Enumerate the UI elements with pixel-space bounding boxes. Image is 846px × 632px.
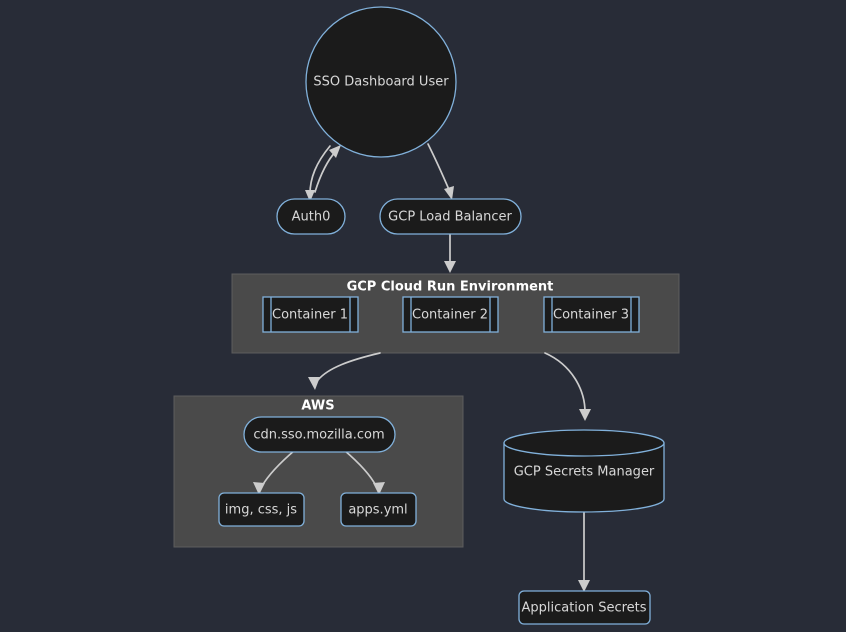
node-assets-shape [218,492,305,527]
node-container-3-shape [543,296,640,333]
node-gcp-secrets-manager-top [503,429,665,457]
edge-auth0-to-sso-arrowhead [329,145,341,158]
edge-sso-to-load-balancer [427,143,454,200]
edge-cdn-to-assets-arrowhead [253,482,265,495]
edge-cdn-to-appsyml [343,449,385,495]
node-container-3-label: Container 3 [553,308,629,323]
node-container-1[interactable]: Container 1 [262,296,359,333]
node-assets-label: img, css, js [225,503,297,518]
node-container-3-side-bars [551,297,632,332]
edge-container1-to-aws-arrowhead [308,377,320,390]
edge-secrets-to-app-secrets [578,507,590,592]
edge-load-balancer-to-cloud-run-arrowhead [444,261,456,273]
node-container-3[interactable]: Container 3 [543,296,640,333]
node-gcp-load-balancer-shape [379,198,522,235]
node-gcp-secrets-manager-label: GCP Secrets Manager [514,465,655,480]
edge-sso-to-auth0 [305,145,331,202]
edge-sso-to-load-balancer-path [427,143,451,193]
subgraph-aws-title: AWS [301,399,334,414]
subgraph-cloud-run-title: GCP Cloud Run Environment [347,280,554,295]
node-apps-yml[interactable]: apps.yml [340,492,417,527]
edge-cdn-to-assets [253,449,296,495]
node-container-2[interactable]: Container 2 [402,296,499,333]
node-sso-dashboard-user-label: SSO Dashboard User [313,75,449,90]
node-container-2-side-bars [410,297,491,332]
node-container-1-shape [262,296,359,333]
edge-container3-to-secrets [544,352,591,421]
node-auth0-shape [276,198,346,235]
edge-sso-to-auth0-arrowhead [305,190,315,202]
node-auth0[interactable]: Auth0 [276,198,346,235]
node-auth0-label: Auth0 [292,210,331,225]
node-container-1-label: Container 1 [272,308,348,323]
edge-cdn-to-appsyml-arrowhead [373,482,385,495]
node-cdn-sso-mozilla-com-shape [243,416,396,453]
edge-auth0-to-sso [314,145,341,193]
node-apps-yml-shape [340,492,417,527]
node-apps-yml-label: apps.yml [348,503,407,518]
node-gcp-secrets-manager[interactable]: GCP Secrets Manager [503,429,665,513]
node-application-secrets-shape [518,590,651,625]
edge-container3-to-secrets-path [544,352,586,413]
node-gcp-secrets-manager-body [503,442,665,513]
edge-auth0-to-sso-path [314,150,337,193]
node-sso-dashboard-user[interactable]: SSO Dashboard User [305,6,457,158]
edge-load-balancer-to-cloud-run [444,232,456,273]
edge-layer [253,143,591,592]
node-container-1-side-bars [270,297,351,332]
edge-sso-to-auth0-path [309,145,331,195]
edge-container1-to-aws [308,352,381,390]
node-container-2-shape [402,296,499,333]
node-application-secrets-label: Application Secrets [521,601,646,616]
node-assets[interactable]: img, css, js [218,492,305,527]
node-cdn-sso-mozilla-com[interactable]: cdn.sso.mozilla.com [243,416,396,453]
node-gcp-load-balancer[interactable]: GCP Load Balancer [379,198,522,235]
node-sso-dashboard-user-shape [305,6,457,158]
edge-container3-to-secrets-arrowhead [579,409,591,421]
node-container-2-label: Container 2 [412,308,488,323]
node-cdn-sso-mozilla-com-label: cdn.sso.mozilla.com [253,428,384,443]
edge-secrets-to-app-secrets-arrowhead [578,580,590,592]
node-gcp-load-balancer-label: GCP Load Balancer [388,210,512,225]
edge-container1-to-aws-path [317,352,381,381]
node-application-secrets[interactable]: Application Secrets [518,590,651,625]
edge-sso-to-load-balancer-arrowhead [444,186,454,200]
